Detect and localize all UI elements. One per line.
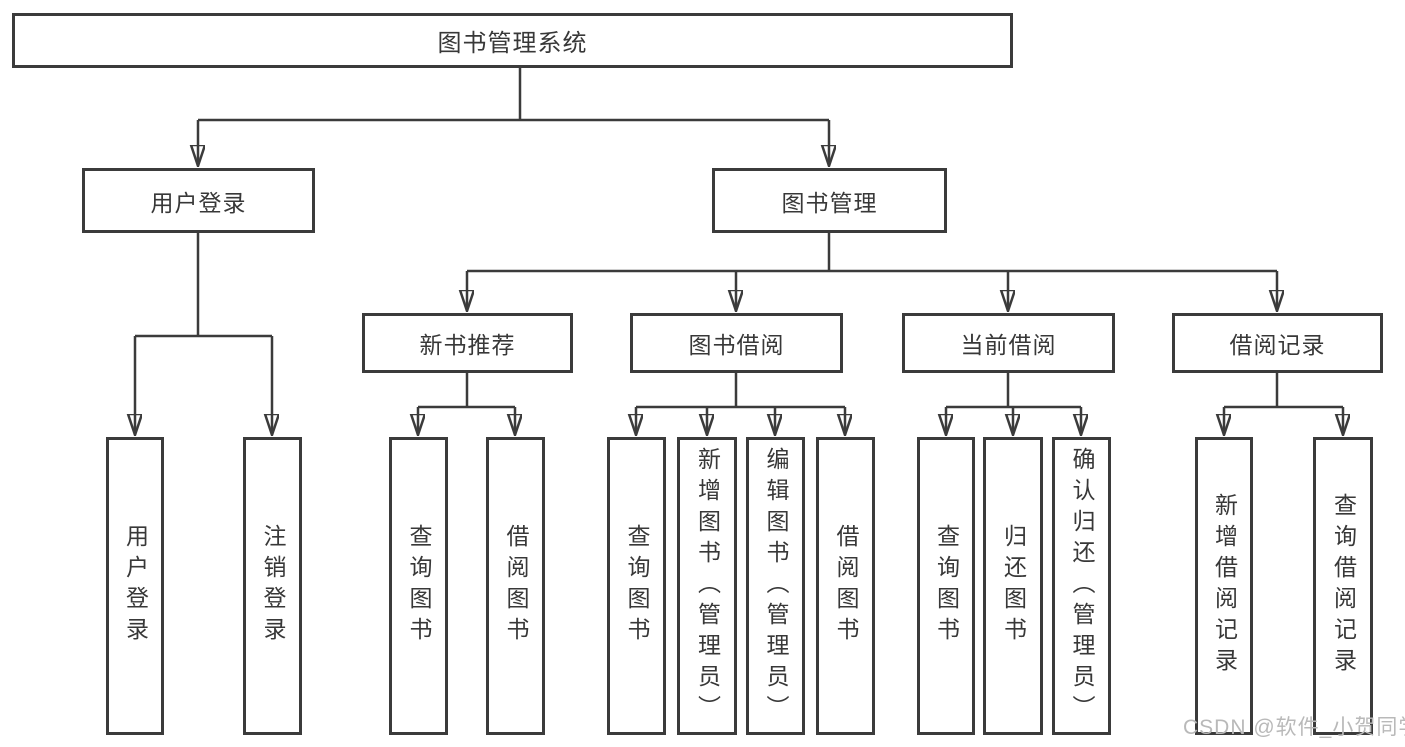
node-label: 用户登录 <box>122 524 149 648</box>
node-edit-books-admin: 编辑图书（管理员） <box>746 437 805 735</box>
node-add-books-admin: 新增图书（管理员） <box>677 437 737 735</box>
node-user-login-leaf: 用户登录 <box>106 437 164 735</box>
edges-new-book-recommend <box>418 373 515 435</box>
node-label: 借阅图书 <box>833 524 859 648</box>
edges-current-borrowing <box>946 373 1081 435</box>
node-borrowing-records: 借阅记录 <box>1172 313 1383 373</box>
node-borrow-books-2: 借阅图书 <box>816 437 875 735</box>
node-label: 借阅图书 <box>503 524 529 648</box>
node-label: 确认归还（管理员） <box>1069 446 1095 726</box>
node-label: 查询图书 <box>624 524 650 648</box>
edges-book-borrowing <box>636 373 845 435</box>
node-label: 新增借阅记录 <box>1211 493 1238 679</box>
edges-borrowing-records <box>1224 373 1343 435</box>
node-book-borrowing: 图书借阅 <box>630 313 843 373</box>
node-library-system: 图书管理系统 <box>12 13 1013 68</box>
node-user-login: 用户登录 <box>82 168 315 233</box>
node-query-borrow-record: 查询借阅记录 <box>1313 437 1373 735</box>
node-current-borrowing: 当前借阅 <box>902 313 1115 373</box>
edges-root-to-level2 <box>198 68 829 166</box>
node-label: 查询图书 <box>406 524 432 648</box>
node-confirm-return-admin: 确认归还（管理员） <box>1052 437 1111 735</box>
node-query-books-2: 查询图书 <box>607 437 666 735</box>
node-label: 编辑图书（管理员） <box>763 446 789 726</box>
node-new-book-recommend: 新书推荐 <box>362 313 573 373</box>
node-query-books-3: 查询图书 <box>917 437 975 735</box>
watermark: CSDN @软件_小贺同学 <box>1183 716 1405 739</box>
node-label: 查询图书 <box>933 524 960 648</box>
edges-book-management <box>467 233 1277 311</box>
node-label: 注销登录 <box>260 524 286 648</box>
node-book-management: 图书管理 <box>712 168 947 233</box>
node-label: 查询借阅记录 <box>1330 493 1357 679</box>
node-query-books-1: 查询图书 <box>389 437 448 735</box>
node-add-borrow-record: 新增借阅记录 <box>1195 437 1253 735</box>
node-return-books: 归还图书 <box>983 437 1043 735</box>
node-label: 新增图书（管理员） <box>694 446 721 726</box>
edges-user-login <box>135 233 272 435</box>
node-label: 归还图书 <box>1000 524 1027 648</box>
node-logout: 注销登录 <box>243 437 302 735</box>
node-borrow-books-1: 借阅图书 <box>486 437 545 735</box>
